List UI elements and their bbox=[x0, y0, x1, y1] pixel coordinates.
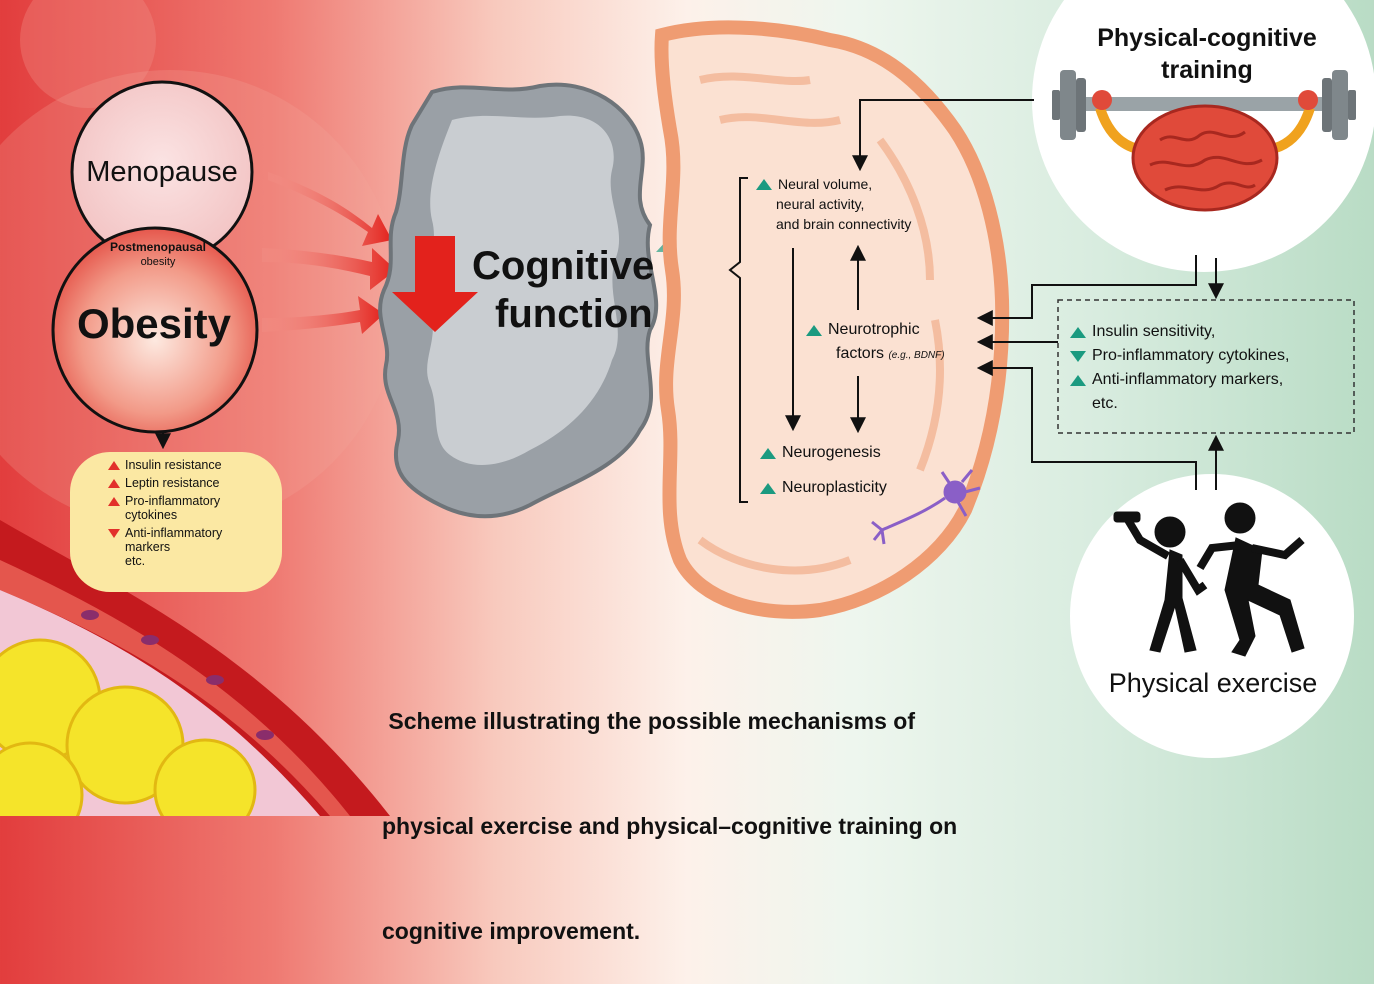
up-arrow-icon bbox=[108, 460, 120, 470]
effects-bracket bbox=[728, 177, 748, 503]
down-arrow-icon bbox=[1070, 350, 1086, 362]
neuroplasticity-label: Neuroplasticity bbox=[782, 479, 887, 496]
cognitive-function-line2: function bbox=[495, 292, 653, 336]
up-arrow-icon bbox=[760, 482, 776, 494]
exercise-effect-insulin: Insulin sensitivity, bbox=[1070, 320, 1289, 344]
neuroplasticity-item: Neuroplasticity bbox=[760, 479, 887, 497]
obesity-label: Obesity bbox=[76, 300, 232, 347]
caption: Scheme illustrating the possible mechani… bbox=[382, 634, 957, 984]
neurogenesis-item: Neurogenesis bbox=[760, 444, 881, 462]
grey-brain-inner bbox=[427, 115, 620, 466]
up-arrow-icon bbox=[806, 324, 822, 336]
training-title-line2: training bbox=[1161, 56, 1253, 84]
neural-activity-label: neural activity, bbox=[776, 196, 865, 212]
up-arrow-icon bbox=[756, 178, 772, 190]
brain-folds bbox=[697, 72, 944, 575]
neuron-illustration bbox=[871, 469, 981, 545]
obesity-effect-insulin: Insulin resistance bbox=[108, 458, 222, 472]
cognitive-function-line1: Cognitive bbox=[472, 244, 655, 288]
caption-line3: cognitive improvement. bbox=[382, 918, 641, 944]
neurogenesis-label: Neurogenesis bbox=[782, 444, 881, 461]
exercise-effect-etc: etc. bbox=[1092, 395, 1118, 412]
exercise-label: Physical exercise bbox=[1108, 668, 1318, 698]
obesity-effect-leptin: Leptin resistance bbox=[108, 476, 222, 490]
up-arrow-icon bbox=[108, 478, 120, 488]
obesity-arrows bbox=[262, 172, 396, 334]
obesity-effect-proinflammatory-line2: cytokines bbox=[125, 508, 178, 522]
orange-brain-slice bbox=[654, 20, 1010, 619]
overlap-label-line1: Postmenopausal bbox=[109, 240, 207, 254]
exercise-effect-antiinflammatory: Anti-inflammatory markers, bbox=[1070, 368, 1289, 392]
neurotrophic-label: Neurotrophic bbox=[828, 321, 920, 338]
brain-connectivity-label: and brain connectivity bbox=[776, 216, 912, 232]
overlap-label-line2: obesity bbox=[140, 256, 176, 268]
neural-volume-label: Neural volume, bbox=[778, 176, 873, 192]
exercise-people-icon bbox=[1113, 502, 1305, 657]
neurotrophic-group: Neurotrophic factors (e.g., BDNF) bbox=[806, 318, 945, 368]
cognitive-decrease-arrow bbox=[392, 236, 478, 332]
caption-line2: physical exercise and physical–cognitive… bbox=[382, 813, 958, 839]
factors-label: factors bbox=[836, 345, 885, 362]
blood-vessel-illustration bbox=[0, 520, 390, 816]
obesity-circle bbox=[51, 226, 259, 434]
obesity-effect-etc: etc. bbox=[125, 554, 146, 568]
obesity-effect-antiinflammatory-line2: markers bbox=[125, 540, 171, 554]
exercise-effects-list: Insulin sensitivity, Pro-inflammatory cy… bbox=[1070, 320, 1289, 416]
up-arrow-icon bbox=[108, 496, 120, 506]
bdnf-example-label: (e.g., BDNF) bbox=[888, 350, 945, 361]
up-arrow-icon bbox=[1070, 326, 1086, 338]
connector-arrows bbox=[852, 99, 1224, 490]
caption-line1: Scheme illustrating the possible mechani… bbox=[382, 708, 915, 734]
up-arrow-icon bbox=[1070, 374, 1086, 386]
up-arrow-icon bbox=[760, 447, 776, 459]
exercise-effect-proinflammatory: Pro-inflammatory cytokines, bbox=[1070, 344, 1289, 368]
obesity-effect-antiinflammatory: Anti-inflammatory bbox=[108, 526, 222, 540]
obesity-effects-box bbox=[70, 452, 282, 592]
diagram-canvas bbox=[0, 0, 1356, 816]
training-title-line1: Physical-cognitive bbox=[1097, 24, 1317, 52]
neural-volume-group: Neural volume, neural activity, and brai… bbox=[756, 174, 911, 234]
exercise-circle bbox=[1070, 474, 1354, 758]
obesity-effect-proinflammatory: Pro-inflammatory bbox=[108, 494, 222, 508]
dumbbell-brain-icon bbox=[1052, 70, 1356, 212]
exercise-effects-box bbox=[1057, 299, 1355, 434]
obesity-effects-list: Insulin resistance Leptin resistance Pro… bbox=[108, 458, 222, 568]
down-arrow-icon bbox=[108, 528, 120, 538]
decor-circle bbox=[20, 0, 156, 108]
menopause-label: Menopause bbox=[86, 156, 238, 188]
